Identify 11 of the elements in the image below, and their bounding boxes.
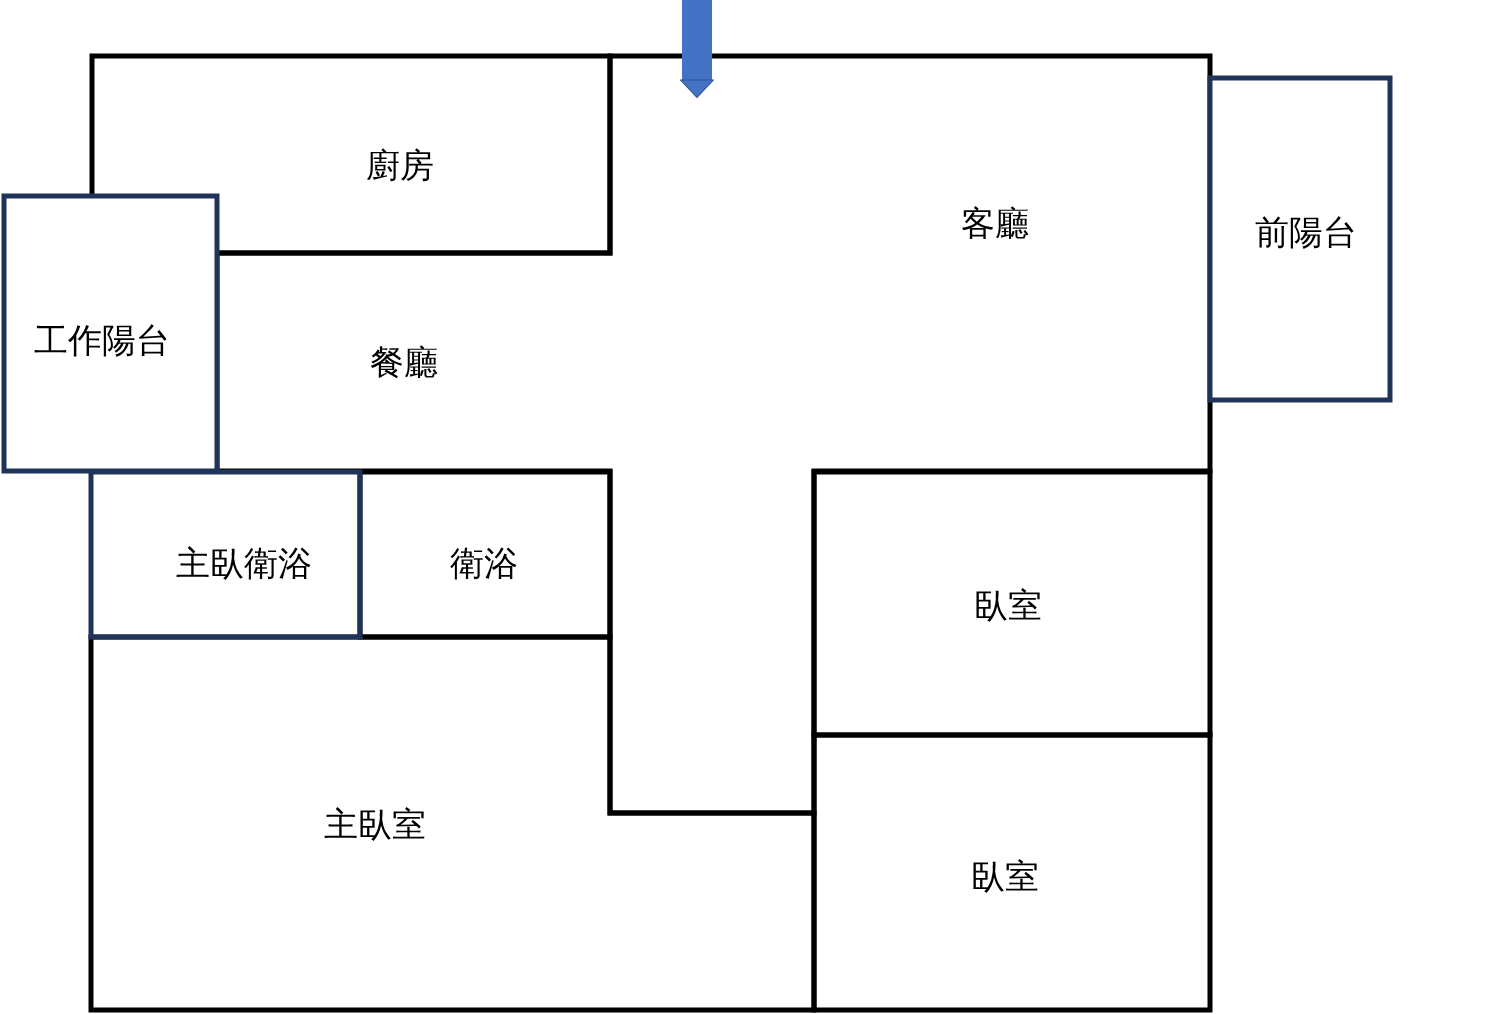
room-label: 主臥衛浴 — [176, 545, 312, 583]
room-label: 臥室 — [974, 587, 1042, 625]
room-label: 前陽台 — [1255, 214, 1357, 252]
room-label: 工作陽台 — [34, 322, 170, 360]
entrance-arrow — [680, 0, 714, 99]
room-label: 廚房 — [366, 147, 434, 185]
room-label: 衛浴 — [450, 545, 518, 583]
room-label: 主臥室 — [324, 806, 426, 844]
room-label: 客廳 — [961, 205, 1029, 243]
room-label: 餐廳 — [370, 344, 438, 382]
room-label: 臥室 — [971, 858, 1039, 896]
